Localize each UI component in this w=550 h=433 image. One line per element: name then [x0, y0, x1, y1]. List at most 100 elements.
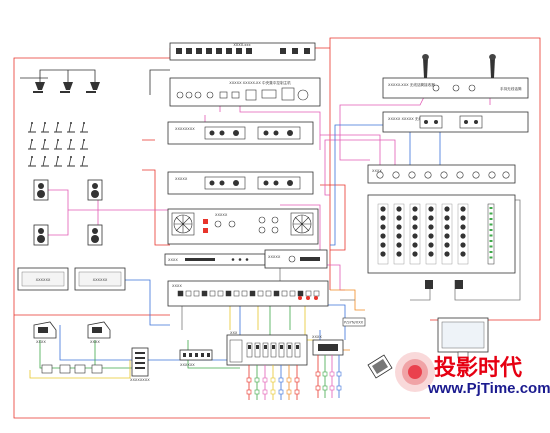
mixer-jack — [424, 171, 432, 179]
mixer-knob — [428, 251, 434, 257]
matrix-port — [297, 290, 304, 297]
touch-panel-connector — [329, 385, 335, 391]
mixer-meter-led — [489, 218, 493, 220]
curtain-label: XXX — [230, 331, 238, 335]
matrix-rca-jack — [314, 296, 318, 300]
matrix-port — [257, 290, 264, 297]
green-control-lines — [39, 305, 291, 369]
matrix-port — [281, 290, 288, 297]
wireless-handheld-label: 手持无线话筒 — [500, 86, 522, 91]
curtain-switch-lever — [288, 345, 291, 349]
mixer-meter-led — [489, 240, 493, 242]
mixer-knob — [460, 251, 466, 257]
pc-card-label: P/SYN/XXX — [344, 321, 364, 325]
projector-2-label: XXXXXX — [93, 278, 108, 282]
mixer-knob — [444, 206, 450, 212]
wireless-touch-pad — [367, 354, 393, 379]
mixer-meter-led — [489, 212, 493, 215]
matrix-port — [233, 290, 240, 297]
dsp-unit: XXXXXXXX — [167, 121, 314, 145]
wireless-mic-icon — [422, 54, 429, 78]
dvd-player: XXXX — [164, 253, 266, 266]
curtain-switch — [294, 342, 301, 358]
touch-panel-label: XXXX — [312, 335, 322, 339]
power-amp-2-label: XXXXX — [215, 213, 228, 217]
mixer-knob — [380, 242, 386, 248]
curtain-switch-lever — [296, 345, 299, 349]
wireless-mic-receiver-2-label: XXXXX XXXXX 无线话筒接收器 — [388, 116, 440, 121]
mixer-knob — [380, 233, 386, 239]
curtain-connector — [254, 389, 260, 395]
mixer-knob — [444, 233, 450, 239]
conference-mic-icon — [67, 122, 75, 133]
mixer-knob — [444, 215, 450, 221]
curtain-switch-lever — [272, 345, 275, 349]
conference-mic-icon — [80, 139, 88, 150]
touch-panel-connector — [315, 371, 321, 377]
curtain-connector — [262, 377, 268, 383]
monitor-display — [437, 317, 489, 359]
conference-mic-icon — [41, 139, 49, 150]
watermark-logo: 投影时代 www.PjTime.com — [395, 352, 550, 397]
matrix-port — [185, 290, 192, 297]
dimmer-unit: XXXXXX — [179, 349, 213, 367]
mixer-knob — [396, 215, 402, 221]
mixer-knob — [412, 233, 418, 239]
dimmer-label: XXXXXX — [180, 363, 195, 367]
yellow-control-lines — [29, 305, 315, 379]
gray-lines — [181, 199, 521, 330]
blue-mixer-lines — [330, 124, 441, 246]
curtain-switch-lever — [256, 345, 259, 349]
curtain-connector — [294, 377, 300, 383]
watermark-burst-icon — [395, 352, 435, 392]
matrix-switcher: XXXX — [167, 280, 329, 307]
touch-panel-connector — [322, 371, 328, 377]
wireless-mic-receiver-label: XXXXX-XXX 无线话筒接收器 — [388, 82, 435, 87]
camera-2-label: XXXX — [90, 340, 100, 344]
matrix-port — [289, 290, 296, 297]
matrix-port — [193, 290, 200, 297]
mixer-knob — [396, 224, 402, 230]
mixer-jack — [488, 171, 496, 179]
mixer-meter-led — [489, 256, 493, 259]
curtain-switch — [262, 342, 269, 358]
sub-amplifier: XXXXX — [264, 249, 328, 269]
mixer-knob — [444, 242, 450, 248]
central-control-host: XXXXX XXXXX-XX 中央集中控制主机 — [169, 77, 321, 107]
mixer-knob — [380, 215, 386, 221]
matrix-rca-jack — [306, 296, 310, 300]
power-amp-1-label: XXXXX — [175, 177, 188, 181]
pc-sync-card: P/SYN/XXX — [342, 317, 366, 327]
mixer-channel-strip — [441, 203, 453, 265]
mixer-jack — [408, 171, 416, 179]
mixer-jack — [376, 171, 384, 179]
matrix-port — [265, 290, 272, 297]
wireless-mic-receiver: XXXXX-XXX 无线话筒接收器 手持无线话筒 — [382, 77, 529, 99]
touch-panel-connector — [336, 385, 342, 391]
mixer-knob — [444, 224, 450, 230]
mixer-knob — [412, 215, 418, 221]
mixer-foot-controls — [425, 280, 463, 289]
camera-1-label: XXXX — [36, 340, 46, 344]
curtain-connector — [286, 377, 292, 383]
mixer-knob — [444, 251, 450, 257]
matrix-port — [313, 290, 320, 297]
mixer-knob — [428, 233, 434, 239]
touch-panel-controller: XXXX — [312, 335, 344, 356]
matrix-port — [177, 290, 184, 297]
speaker-cabinet-right-bottom — [87, 224, 103, 246]
curtain-connector — [246, 389, 252, 395]
relay-box-label: XXXXXXXX — [130, 378, 150, 382]
matrix-switcher-label: XXXX — [172, 284, 182, 288]
conference-mic-icon — [54, 139, 62, 150]
matrix-port — [209, 290, 216, 297]
conference-mic-icon — [67, 156, 75, 167]
curtain-connector — [262, 389, 268, 395]
conference-mic-icon — [67, 139, 75, 150]
mixer-knob — [460, 224, 466, 230]
wireless-mic-receiver-2: XXXXX XXXXX 无线话筒接收器 — [382, 111, 529, 133]
mixer-meter-led — [489, 223, 493, 226]
mixer-meter-led — [489, 234, 493, 237]
projector-screen-1: XXXXXX — [17, 267, 69, 291]
